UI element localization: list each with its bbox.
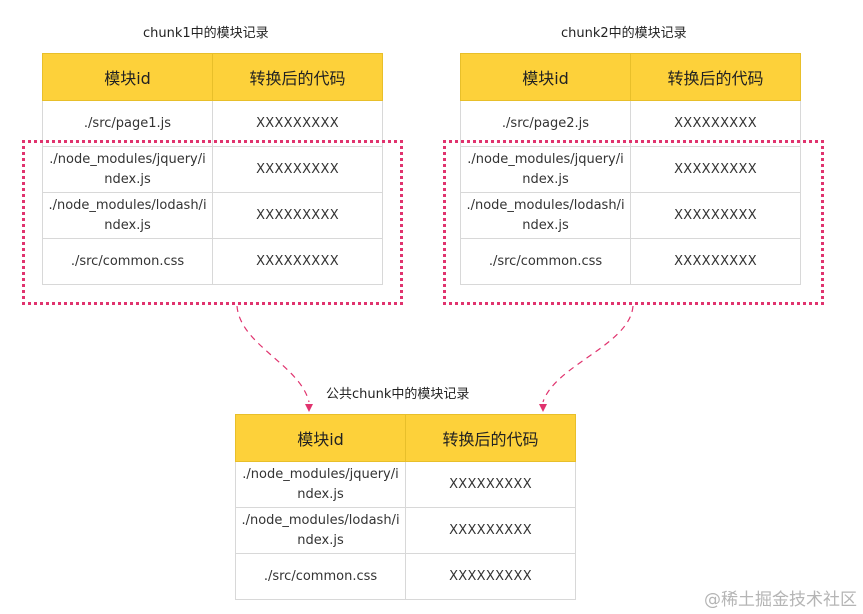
- code-cell: XXXXXXXXX: [212, 192, 383, 239]
- code-cell: XXXXXXXXX: [630, 238, 801, 285]
- module-id-cell: ./node_modules/lodash/index.js: [460, 192, 631, 239]
- module-id-cell: ./node_modules/lodash/index.js: [42, 192, 213, 239]
- module-id-cell: ./src/common.css: [460, 238, 631, 285]
- code-cell: XXXXXXXXX: [212, 100, 383, 147]
- code-cell: XXXXXXXXX: [212, 238, 383, 285]
- module-id-cell: ./node_modules/jquery/index.js: [235, 461, 406, 508]
- common-chunk-title: 公共chunk中的模块记录: [326, 387, 470, 402]
- module-id-cell: ./src/common.css: [235, 553, 406, 600]
- module-id-cell: ./src/page1.js: [42, 100, 213, 147]
- code-cell: XXXXXXXXX: [630, 100, 801, 147]
- module-id-cell: ./src/common.css: [42, 238, 213, 285]
- table-row: ./node_modules/jquery/index.js XXXXXXXXX: [42, 146, 383, 193]
- table-row: ./node_modules/lodash/index.js XXXXXXXXX: [460, 192, 801, 239]
- col-header-module-id: 模块id: [460, 53, 631, 101]
- watermark: @稀土掘金技术社区: [704, 590, 857, 610]
- table-row: ./src/common.css XXXXXXXXX: [235, 553, 576, 600]
- table-header-row: 模块id 转换后的代码: [42, 53, 383, 101]
- col-header-code: 转换后的代码: [212, 53, 383, 101]
- table-header-row: 模块id 转换后的代码: [460, 53, 801, 101]
- table-row: ./node_modules/lodash/index.js XXXXXXXXX: [42, 192, 383, 239]
- arrow-chunk2-to-common: [542, 305, 634, 403]
- chunk1-table: 模块id 转换后的代码 ./src/page1.js XXXXXXXXX ./n…: [42, 53, 383, 285]
- table-row: ./src/common.css XXXXXXXXX: [42, 238, 383, 285]
- col-header-code: 转换后的代码: [630, 53, 801, 101]
- table-row: ./src/page1.js XXXXXXXXX: [42, 100, 383, 147]
- code-cell: XXXXXXXXX: [212, 146, 383, 193]
- arrowhead-icon: [305, 404, 313, 412]
- common-chunk-table: 模块id 转换后的代码 ./node_modules/jquery/index.…: [235, 414, 576, 600]
- chunk2-title: chunk2中的模块记录: [561, 26, 687, 41]
- module-id-cell: ./node_modules/lodash/index.js: [235, 507, 406, 554]
- col-header-module-id: 模块id: [235, 414, 406, 462]
- chunk1-title: chunk1中的模块记录: [143, 26, 269, 41]
- code-cell: XXXXXXXXX: [405, 507, 576, 554]
- code-cell: XXXXXXXXX: [405, 553, 576, 600]
- table-row: ./node_modules/lodash/index.js XXXXXXXXX: [235, 507, 576, 554]
- module-id-cell: ./node_modules/jquery/index.js: [42, 146, 213, 193]
- col-header-code: 转换后的代码: [405, 414, 576, 462]
- arrowhead-icon: [539, 404, 547, 412]
- table-row: ./node_modules/jquery/index.js XXXXXXXXX: [235, 461, 576, 508]
- code-cell: XXXXXXXXX: [405, 461, 576, 508]
- code-cell: XXXXXXXXX: [630, 192, 801, 239]
- arrow-chunk1-to-common: [236, 305, 310, 403]
- chunk2-table: 模块id 转换后的代码 ./src/page2.js XXXXXXXXX ./n…: [460, 53, 801, 285]
- table-row: ./src/common.css XXXXXXXXX: [460, 238, 801, 285]
- table-header-row: 模块id 转换后的代码: [235, 414, 576, 462]
- table-row: ./src/page2.js XXXXXXXXX: [460, 100, 801, 147]
